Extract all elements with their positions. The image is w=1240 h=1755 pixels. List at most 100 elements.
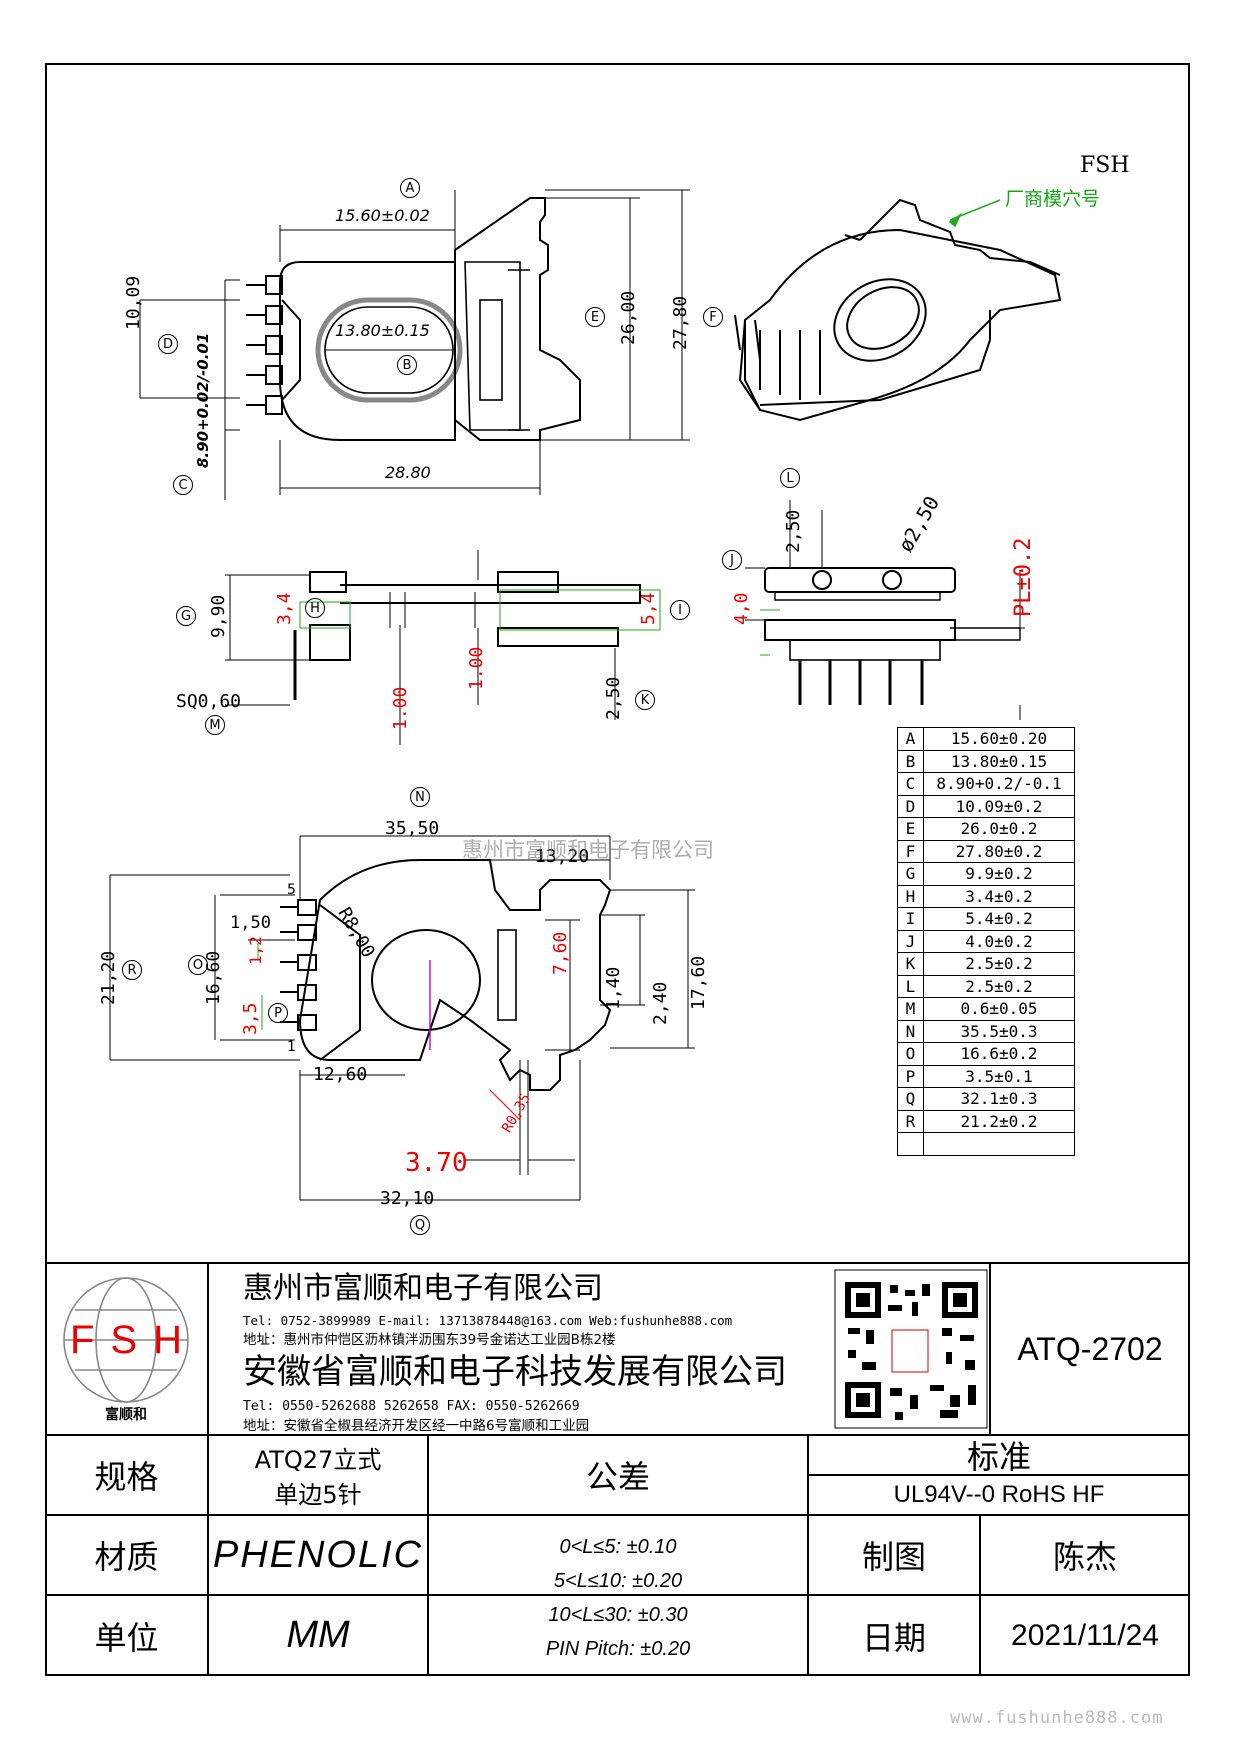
dimension-key: E [897,817,924,841]
marker-a: A [400,178,420,198]
dimension-value: 4.0±0.2 [923,929,1075,953]
dim-1-00-a: 1.00 [390,686,411,730]
drawer-value: 陈杰 [1052,1538,1117,1576]
dimension-value: 15.60±0.20 [923,727,1075,751]
dim-e: 26,00 [618,290,639,345]
dimension-key: H [897,884,924,908]
dimension-key [897,1132,924,1156]
dimension-value: 32.1±0.3 [923,1087,1075,1111]
dim-width: 28.80 [385,463,431,482]
dim-1-50: 1,50 [230,913,271,933]
dimension-value: 2.5±0.2 [923,952,1075,976]
dimension-value: 27.80±0.2 [923,839,1075,863]
dim-b: 13.80±0.15 [335,321,430,340]
marker-d: D [158,334,178,354]
company-1-contact: Tel: 0752-3899989 E-mail: 13713878448@16… [243,1313,733,1328]
dim-12-60: 12,60 [313,1064,368,1085]
marker-j: J [722,550,742,570]
marker-o: O [188,955,208,975]
company-1-address: 地址：惠州市仲恺区沥林镇泮沥围东39号金诺达工业园B栋2楼 [243,1332,616,1348]
dim-n: 35,50 [385,818,440,839]
marker-q: Q [410,1215,430,1235]
marker-m: M [205,715,225,735]
company-2-name: 安徽省富顺和电子科技发展有限公司 [243,1352,787,1392]
dim-3-5: 3,5 [240,1002,261,1035]
dimension-key: B [897,749,924,773]
dim-3-70: 3.70 [405,1148,468,1178]
dim-1-40: 1,40 [603,966,624,1010]
marker-r: R [122,960,142,980]
isometric-view [734,198,1062,422]
dimension-key: F [897,839,924,863]
title-block-lines [45,1262,1190,1676]
spec-value-line-1: ATQ27立式 [254,1446,382,1474]
marker-p: P [268,1003,288,1023]
dim-7-60: 7,60 [550,931,571,975]
dimension-value: 3.4±0.2 [923,884,1075,908]
dimension-key: O [897,1042,924,1066]
dim-32-10: 32,10 [380,1188,435,1209]
dimension-key: A [897,727,924,751]
dim-g: 9,90 [208,594,229,638]
dimension-value: 9.9±0.2 [923,862,1075,886]
part-number: ATQ-2702 [1017,1330,1163,1367]
dimension-key: J [897,929,924,953]
tolerance-rule-1: 0<L≤5: ±0.10 [559,1535,677,1558]
dim-m: SQ0,60 [176,691,242,712]
marker-k: K [635,690,655,710]
dimension-value: 5.4±0.2 [923,907,1075,931]
brand-mark: FSH [1080,153,1130,178]
dim-h: 3,4 [274,592,295,625]
dimension-value: 13.80±0.15 [923,749,1075,773]
dim-f: 27,80 [670,295,691,350]
tolerance-rule-3: 10<L≤30: ±0.30 [548,1603,688,1626]
dim-a: 15.60±0.02 [335,206,430,225]
marker-f: F [703,307,723,327]
spec-label: 规格 [94,1458,159,1496]
dimension-value: 26.0±0.2 [923,817,1075,841]
marker-n: N [410,787,430,807]
dimension-key: Q [897,1087,924,1111]
dimension-value: 2.5±0.2 [923,974,1075,998]
dimension-key: C [897,772,924,796]
dim-k: 2,50 [603,676,624,720]
dim-j: 4,0 [731,592,752,625]
dim-1-2: 1,2 [246,936,265,965]
dimension-key: L [897,974,924,998]
marker-i: I [670,600,690,620]
tolerance-rule-2: 5<L≤10: ±0.20 [553,1569,683,1592]
standard-value: UL94V--0 RoHS HF [893,1481,1105,1508]
dimension-key: R [897,1109,924,1133]
pin-1-label: 1 [287,1039,296,1055]
side-view [225,550,661,745]
marker-g: G [176,606,196,626]
dim-2-40: 2,40 [650,981,671,1025]
dim-1-00-b: 1.00 [466,646,487,690]
dimension-key: D [897,794,924,818]
date-value: 2021/11/24 [1011,1618,1159,1652]
marker-e: E [585,307,605,327]
company-2-address: 地址：安徽省全椒县经济开发区经一中路6号富顺和工业园 [243,1418,590,1434]
unit-value: MM [286,1614,350,1656]
dim-13-20: 13,20 [535,846,590,867]
dimension-row [897,1132,1075,1156]
standard-label: 标准 [966,1438,1031,1476]
dim-i: 5,4 [638,592,659,625]
footer-url: www.fushunhe888.com [950,1708,1164,1728]
